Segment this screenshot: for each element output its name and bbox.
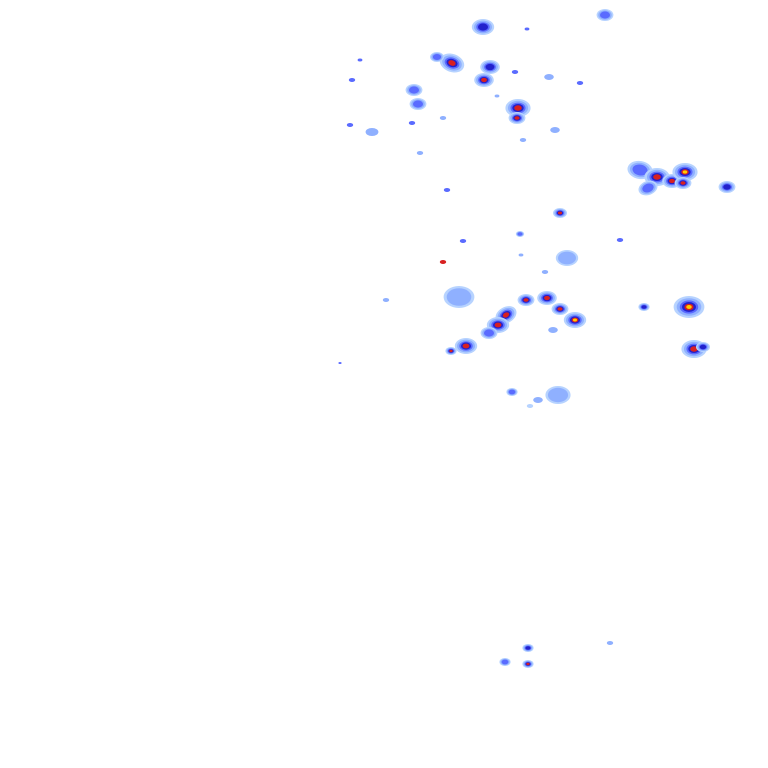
radar-echo-cell (544, 295, 550, 301)
radar-echo-speckle (346, 123, 354, 127)
radar-echo-cell (699, 344, 707, 350)
radar-echo-cell (477, 23, 489, 31)
radar-echo-speckle (533, 397, 543, 403)
radar-echo-speckle (511, 70, 519, 74)
radar-echo-speckle (459, 239, 467, 243)
radar-echo-speckle (518, 253, 524, 257)
radar-echo-speckle (548, 327, 558, 333)
radar-echo-speckle (544, 74, 554, 80)
radar-echo-cell (669, 178, 675, 184)
radar-echo-speckle (338, 362, 342, 364)
radar-echo-cell (526, 662, 530, 666)
radar-echo-cell (481, 77, 487, 83)
radar-echo-speckle (519, 138, 527, 142)
radar-echo-cell (653, 174, 661, 180)
radar-echo-cell (448, 60, 456, 66)
radar-echo-cell (501, 659, 509, 665)
radar-echo-speckle (365, 128, 379, 136)
radar-echo-cell (508, 389, 516, 395)
radar-echo-speckle (616, 238, 624, 242)
radar-echo-cell (680, 181, 686, 185)
radar-echo-speckle (443, 188, 451, 192)
radar-echo-cell (483, 329, 495, 337)
radar-echo-speckle (541, 270, 549, 274)
radar-echo-speckle (357, 58, 363, 62)
radar-echo-cell (557, 211, 563, 215)
radar-echo-cell (558, 251, 576, 265)
radar-echo-speckle (606, 641, 614, 645)
radar-echo-cell (462, 343, 470, 349)
radar-echo-speckle (526, 404, 534, 408)
radar-echo-speckle (416, 151, 424, 155)
radar-echo-cell (408, 86, 420, 94)
radar-echo-cell (686, 305, 692, 309)
radar-echo-speckle (524, 27, 530, 31)
radar-echo-cell (690, 346, 698, 352)
radar-echo-cell (632, 164, 648, 176)
radar-echo-speckle (382, 298, 390, 302)
radar-echo-cell (641, 305, 647, 309)
radar-echo-cell (523, 298, 529, 302)
radar-echo-cell (547, 387, 569, 403)
radar-echo-speckle (576, 81, 584, 85)
radar-echo-cell (517, 232, 523, 236)
radar-echo-cell (494, 322, 502, 328)
radar-echo-cell (514, 116, 520, 120)
radar-echo-speckle (550, 127, 560, 133)
radar-echo-cell (599, 11, 611, 19)
radar-echo-cell (502, 312, 510, 318)
radar-echo-cell (525, 646, 531, 650)
radar-echo-speckle (408, 121, 416, 125)
radar-echo-cell (485, 63, 495, 71)
radar-echo-cell (449, 349, 453, 353)
radar-echo-speckle (439, 260, 447, 264)
radar-echo-cell (642, 183, 654, 193)
radar-echo-speckle (348, 78, 356, 82)
radar-echo-cell (446, 288, 472, 306)
radar-echo-cell (514, 105, 522, 111)
radar-echo-cell (682, 170, 688, 174)
precipitation-echoes (338, 9, 736, 668)
radar-echo-cell (572, 318, 578, 322)
radar-echo-speckle (494, 94, 500, 98)
radar-echo-cell (723, 184, 731, 190)
radar-echo-cell (412, 100, 424, 108)
radar-echo-cell (432, 54, 442, 60)
radar-echo-cell (557, 307, 563, 311)
radar-echo-speckle (439, 116, 447, 120)
